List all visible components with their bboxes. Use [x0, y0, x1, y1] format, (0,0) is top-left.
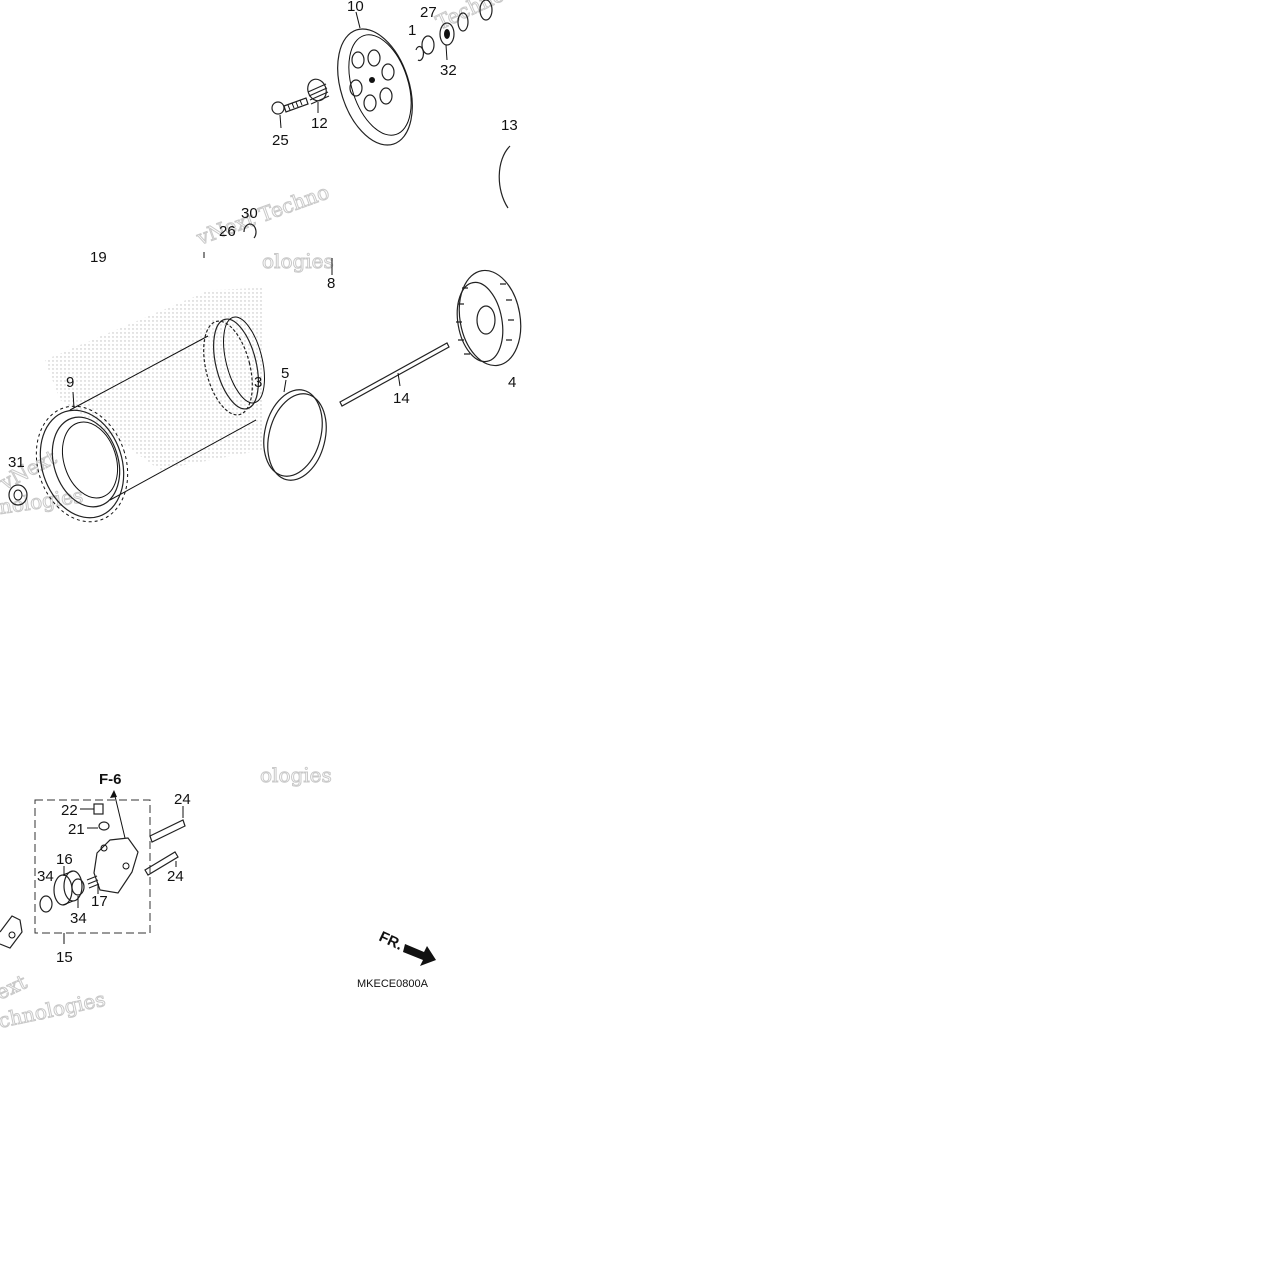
callout-34-left: 34	[37, 868, 54, 885]
pump-housing	[93, 837, 139, 894]
snap-rings-5: 5	[263, 365, 327, 481]
watermark-text: ologies	[262, 249, 334, 273]
pressure-plate-group: 10 25 12 1 27 32 13	[271, 0, 518, 209]
direction-label: FR.	[376, 928, 405, 954]
bolt-24	[149, 819, 186, 843]
callout-24-top: 24	[174, 791, 191, 808]
shaded-region	[45, 288, 262, 470]
callout-16: 16	[56, 851, 73, 868]
direction-indicator: FR.	[376, 928, 436, 966]
watermark-text: ologies	[260, 763, 332, 787]
oil-pump-group: F-6 15 22 21 24 24 16 34 34	[0, 771, 191, 966]
gasket-13	[498, 145, 511, 209]
watermark-text: vNext Techno	[193, 180, 333, 250]
callout-12: 12	[311, 115, 328, 132]
sub-assembly-frame	[34, 799, 151, 934]
pressure-plate-holes	[349, 49, 395, 112]
washer-31	[8, 484, 28, 506]
arrow-right-icon	[403, 944, 436, 966]
o-ring-34	[71, 878, 85, 896]
callout-21: 21	[68, 821, 85, 838]
callout-32: 32	[440, 62, 457, 79]
callout-31: 31	[8, 454, 25, 471]
o-ring-34	[39, 895, 53, 913]
rotor-16	[53, 874, 73, 906]
spring-17	[86, 875, 100, 889]
callout-13: 13	[501, 117, 518, 134]
callout-15: 15	[56, 949, 73, 966]
callout-5: 5	[281, 365, 289, 382]
section-ref-label: F-6	[99, 771, 122, 788]
clutch-pack-group: 9 3 31	[8, 288, 265, 523]
callout-34-right: 34	[70, 910, 87, 927]
watermark-text: ext	[0, 970, 30, 1005]
callout-22: 22	[61, 802, 78, 819]
callout-4: 4	[508, 374, 516, 391]
callout-26: 26	[219, 223, 236, 240]
lifter-parts	[415, 0, 493, 62]
callout-3: 3	[254, 374, 262, 391]
callout-10: 10	[347, 0, 364, 15]
friction-plate	[39, 409, 125, 519]
watermark-text: Technolo	[432, 0, 525, 35]
push-rod-14: 14	[339, 342, 450, 407]
callout-1: 1	[408, 22, 416, 39]
bolt-25	[271, 97, 309, 115]
pressure-plate-rim	[348, 34, 412, 136]
clutch-spring-12	[307, 78, 330, 105]
callout-9: 9	[66, 374, 74, 391]
callout-25: 25	[272, 132, 289, 149]
top-left-fragments: 30 26 19	[90, 205, 258, 266]
callout-27: 27	[420, 4, 437, 21]
clutch-center-4: 4	[456, 269, 522, 391]
callout-8: 8	[327, 275, 335, 292]
figure-code: MKECE0800A	[357, 978, 429, 990]
callout-17: 17	[91, 893, 108, 910]
callout-19: 19	[90, 249, 107, 266]
bolt-24	[144, 851, 179, 876]
pressure-plate	[337, 28, 413, 146]
callout-24-bottom: 24	[167, 868, 184, 885]
callout-30: 30	[241, 205, 258, 222]
callout-14: 14	[393, 390, 410, 407]
